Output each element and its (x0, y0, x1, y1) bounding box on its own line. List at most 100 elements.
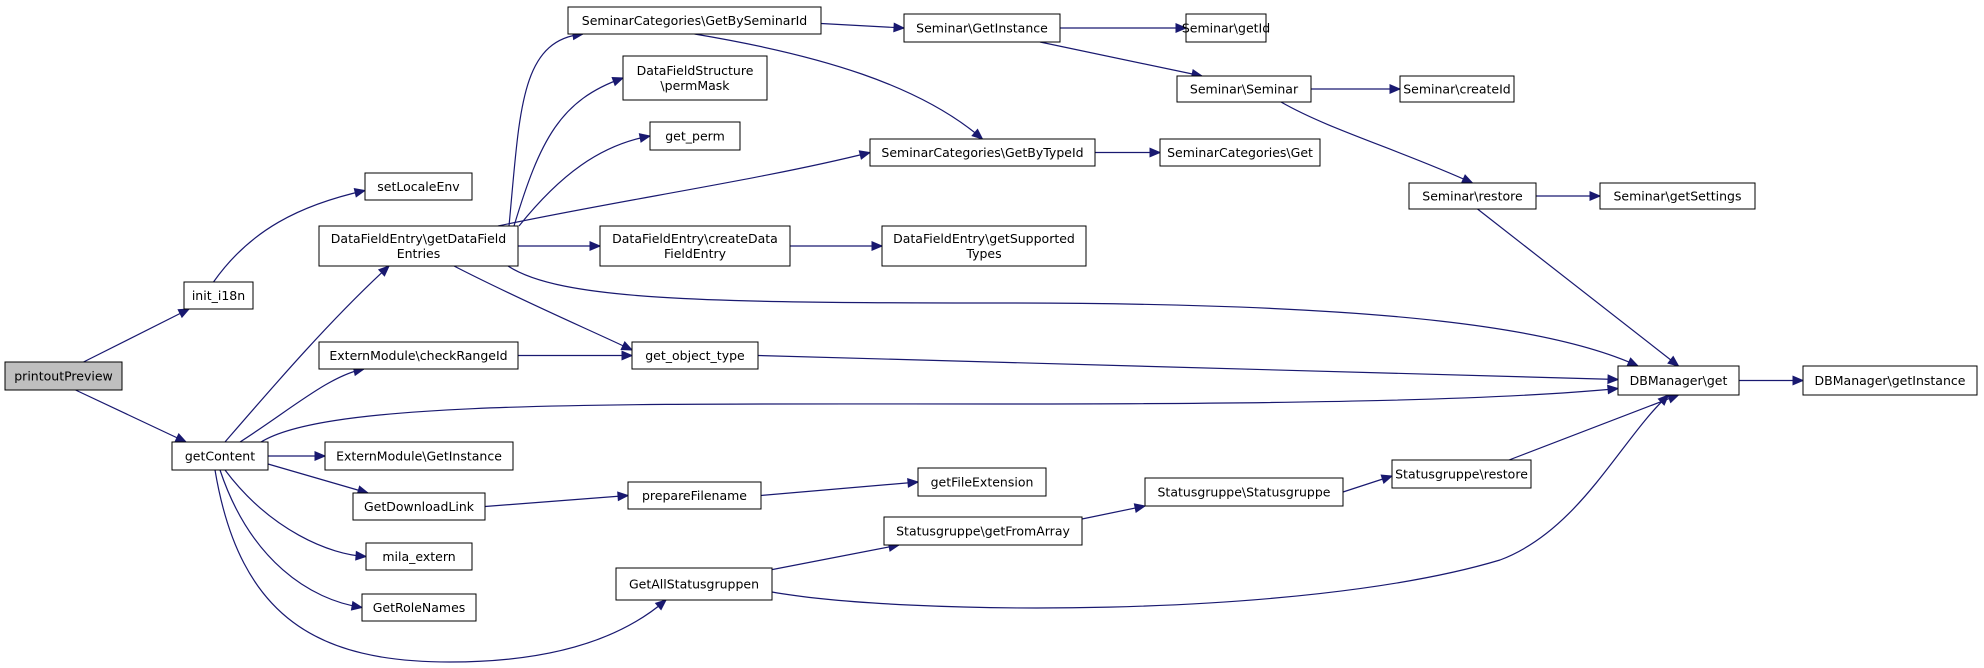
arrowhead-icon (314, 451, 327, 461)
edge-line (267, 463, 369, 494)
node-box (318, 225, 519, 267)
arrowhead-icon (638, 133, 652, 143)
node-getFileExtension[interactable]: getFileExtension (917, 467, 1047, 497)
node-label: DataFieldStructure (637, 63, 754, 78)
node-ExternModule_checkRangeId[interactable]: ExternModule\checkRangeId (318, 341, 519, 370)
node-Seminar_createId[interactable]: Seminar\createId (1399, 75, 1515, 103)
node-label: GetDownloadLink (364, 499, 475, 514)
arrowhead-icon (620, 341, 634, 351)
edge-line (1477, 208, 1679, 367)
arrowhead-icon (174, 433, 188, 443)
edge-line (513, 77, 624, 227)
node-Seminar_restore[interactable]: Seminar\restore (1408, 182, 1537, 210)
node-getContent[interactable]: getContent (171, 441, 269, 471)
node-GetRoleNames[interactable]: GetRoleNames (361, 593, 477, 622)
node-box (318, 341, 519, 370)
node-label: DBManager\getInstance (1815, 373, 1966, 388)
node-label: init_i18n (192, 288, 245, 303)
node-init_i18n[interactable]: init_i18n (183, 281, 254, 310)
edge-printoutPreview-to-getContent (75, 389, 188, 443)
node-box (869, 138, 1096, 167)
edge-SeminarCategories_GetByTypeId-to-SeminarCategories_Get (1095, 147, 1162, 158)
node-SeminarCategories_GetBySeminarId[interactable]: SeminarCategories\GetBySeminarId (567, 6, 822, 35)
node-Seminar_getSettings[interactable]: Seminar\getSettings (1599, 182, 1756, 210)
edge-line (1508, 394, 1679, 461)
arrowhead-icon (1380, 474, 1394, 484)
node-DBManager_get[interactable]: DBManager\get (1617, 365, 1740, 396)
node-box (1176, 75, 1312, 103)
node-box (324, 441, 514, 471)
node-Statusgruppe_restore[interactable]: Statusgruppe\restore (1391, 459, 1532, 489)
arrowhead-icon (1792, 375, 1805, 386)
edge-DataFieldEntry_getDataFieldEntries-to-get_perm (518, 133, 652, 227)
edge-getContent-to-DBManager_get (257, 384, 1620, 445)
node-Seminar_getId[interactable]: Seminar\getId (1182, 13, 1270, 43)
node-Seminar_Seminar[interactable]: Seminar\Seminar (1176, 75, 1312, 103)
node-box (1802, 365, 1978, 396)
node-label: Statusgruppe\getFromArray (896, 524, 1070, 539)
node-SeminarCategories_GetByTypeId[interactable]: SeminarCategories\GetByTypeId (869, 138, 1096, 167)
edge-line (75, 389, 187, 443)
node-Seminar_GetInstance[interactable]: Seminar\GetInstance (903, 13, 1061, 43)
arrowhead-icon (1133, 503, 1147, 513)
edge-line (507, 265, 1639, 367)
arrowhead-icon (1607, 374, 1620, 385)
node-label: DBManager\get (1630, 373, 1728, 388)
node-box (631, 341, 759, 370)
edge-get_object_type-to-DBManager_get (757, 354, 1620, 385)
node-get_object_type[interactable]: get_object_type (631, 341, 759, 370)
edge-DataFieldEntry_getDataFieldEntries-to-DataFieldEntry_createDataFieldEntry (518, 241, 602, 251)
node-DBManager_getInstance[interactable]: DBManager\getInstance (1802, 365, 1978, 396)
node-mila_extern[interactable]: mila_extern (365, 542, 473, 571)
arrowhead-icon (1607, 384, 1620, 395)
node-prepareFilename[interactable]: prepareFilename (627, 481, 762, 510)
node-label: setLocaleEnv (377, 179, 460, 194)
node-Statusgruppe_getFromArray[interactable]: Statusgruppe\getFromArray (883, 516, 1083, 546)
edge-DataFieldEntry_getDataFieldEntries-to-SeminarCategories_GetBySeminarId (508, 30, 585, 227)
node-label: Statusgruppe\restore (1395, 467, 1528, 482)
node-ExternModule_GetInstance[interactable]: ExternModule\GetInstance (324, 441, 514, 471)
node-SeminarCategories_Get[interactable]: SeminarCategories\Get (1159, 138, 1321, 167)
node-box (1391, 459, 1532, 489)
arrowhead-icon (353, 188, 367, 198)
edge-Seminar_Seminar-to-Seminar_createId (1311, 84, 1402, 94)
edge-line (1280, 101, 1473, 184)
node-GetAllStatusgruppen[interactable]: GetAllStatusgruppen (615, 567, 773, 601)
edge-line (820, 22, 905, 29)
edge-line (257, 387, 1619, 445)
node-label: DataFieldEntry\getSupported (893, 231, 1075, 246)
edge-getContent-to-DataFieldEntry_getDataFieldEntries (224, 265, 390, 443)
edge-DBManager_get-to-DBManager_getInstance (1739, 375, 1805, 386)
arrowhead-icon (893, 22, 906, 33)
edge-getContent-to-ExternModule_checkRangeId (239, 366, 366, 443)
edge-line (453, 265, 633, 351)
node-label: getContent (185, 449, 255, 464)
node-printoutPreview[interactable]: printoutPreview (4, 361, 123, 391)
arrowhead-icon (1589, 191, 1602, 201)
node-get_perm[interactable]: get_perm (649, 121, 741, 151)
edge-getContent-to-GetRoleNames (219, 469, 364, 611)
node-label: \permMask (660, 78, 730, 93)
node-label: get_perm (665, 129, 725, 144)
node-box (881, 225, 1087, 267)
node-label: GetAllStatusgruppen (629, 577, 759, 592)
node-Statusgruppe_Statusgruppe[interactable]: Statusgruppe\Statusgruppe (1144, 477, 1344, 507)
node-box (622, 55, 768, 101)
node-setLocaleEnv[interactable]: setLocaleEnv (364, 172, 473, 201)
node-box (599, 225, 791, 267)
node-label: get_object_type (645, 348, 745, 363)
edge-line (213, 189, 366, 283)
edge-line (224, 469, 367, 558)
node-label: ExternModule\GetInstance (336, 449, 502, 464)
node-box (615, 567, 773, 601)
node-DataFieldStructure_permMask[interactable]: DataFieldStructure\permMask (622, 55, 768, 101)
arrowhead-icon (1626, 357, 1640, 367)
node-box (627, 481, 762, 510)
edge-line (224, 265, 390, 443)
node-GetDownloadLink[interactable]: GetDownloadLink (352, 492, 486, 521)
node-box (1599, 182, 1756, 210)
